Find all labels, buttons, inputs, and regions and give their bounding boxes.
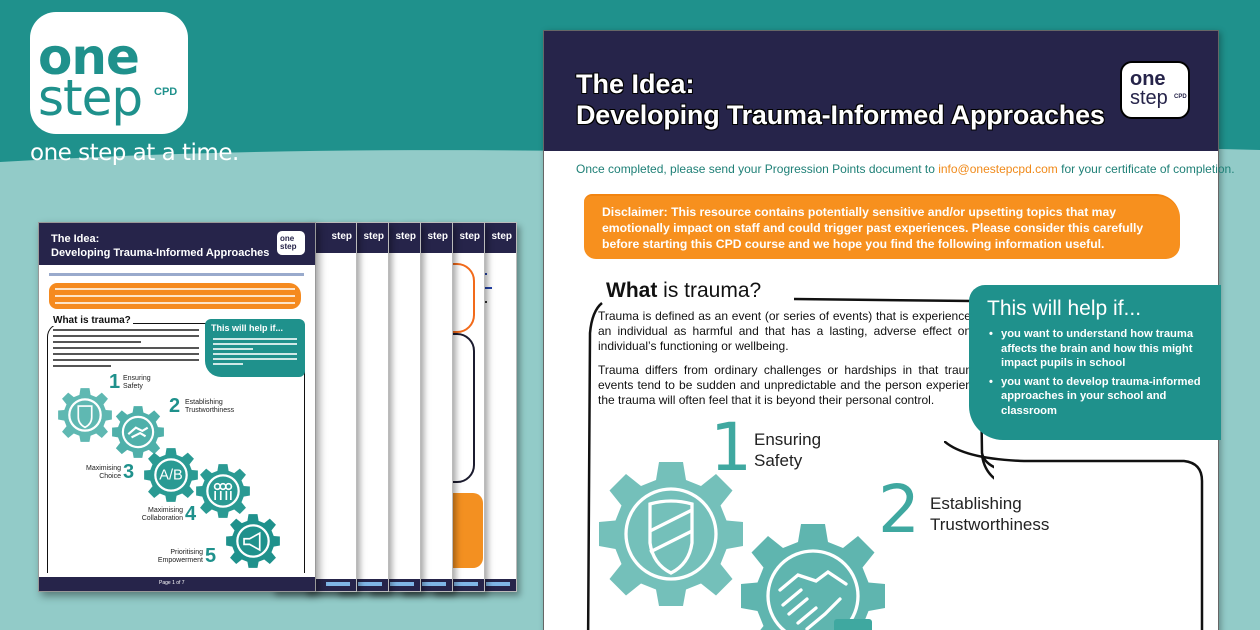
help-if-title: This will help if... [987, 297, 1142, 320]
preview-gear-megaphone-icon [226, 514, 280, 568]
page-logo: step [427, 231, 448, 242]
preview-gear-handshake-icon [112, 406, 164, 458]
preview-what-heading: What is trauma? [51, 315, 133, 326]
help-if-box: This will help if... you want to underst… [969, 285, 1221, 440]
preview-step-2-number: 2 [169, 395, 181, 417]
document-title-line2: Developing Trauma-Informed Approaches [576, 100, 1105, 130]
preview-gear-choice-icon: A/B [144, 448, 198, 502]
help-item: you want to understand how trauma affect… [989, 327, 1209, 371]
handshake-icon [741, 524, 885, 630]
page-logo: step [331, 231, 352, 242]
help-if-list: you want to understand how trauma affect… [989, 327, 1209, 422]
document-header: The Idea: Developing Trauma-Informed App… [544, 31, 1218, 151]
help-item: you want to develop trauma-informed appr… [989, 375, 1209, 419]
page-logo: step [395, 231, 416, 242]
document-logo: one step CPD [1120, 61, 1190, 119]
what-is-trauma-heading: What is trauma? [602, 279, 766, 303]
preview-disclaimer [49, 283, 301, 309]
logo-one: one [38, 28, 140, 86]
preview-step-1-number: 1 [109, 371, 121, 393]
page-logo: step [459, 231, 480, 242]
svg-text:A/B: A/B [159, 467, 182, 483]
preview-footer: Page 1 of 7 [39, 577, 315, 591]
preview-help-box: This will help if... [205, 319, 305, 377]
brand-tagline: one step at a time. [30, 140, 239, 166]
shield-icon [599, 462, 743, 606]
preview-logo: one step [277, 231, 305, 255]
step-3-number-partial [834, 619, 872, 630]
preview-what-frame [47, 323, 305, 573]
preview-title-line2: Developing Trauma-Informed Approaches [51, 247, 270, 259]
preview-gear-collaboration-icon [196, 464, 250, 518]
preview-step-3-number: 3 [123, 461, 135, 483]
preview-gear-shield-icon [58, 388, 112, 442]
page-logo: step [491, 231, 512, 242]
logo-step: step [38, 69, 143, 127]
step-2-number: 2 [878, 471, 920, 548]
document-title-line1: The Idea: [576, 69, 695, 99]
preview-what-text [53, 329, 199, 371]
main-document-page: The Idea: Developing Trauma-Informed App… [543, 30, 1235, 630]
preview-step-4-number: 4 [185, 503, 197, 525]
document-preview-thumbnail: The Idea: Developing Trauma-Informed App… [38, 222, 316, 592]
completion-instruction: Once completed, please send your Progres… [576, 162, 1235, 176]
preview-page-number: Page 1 of 7 [159, 580, 185, 586]
preview-title-line1: The Idea: [51, 233, 100, 245]
what-frame-right-curve [944, 441, 1204, 630]
preview-header: The Idea: Developing Trauma-Informed App… [39, 223, 315, 265]
preview-step-5-number: 5 [205, 545, 217, 567]
onestep-logo: one step CPD [30, 12, 188, 134]
email-link[interactable]: info@onestepcpd.com [938, 162, 1058, 176]
logo-cpd: CPD [154, 86, 178, 98]
what-is-trauma-text: Trauma is defined as an event (or series… [598, 309, 994, 407]
step-1-number: 1 [710, 409, 752, 486]
disclaimer-box: Disclaimer: This resource contains poten… [584, 194, 1180, 259]
preview-instruction-line [49, 273, 304, 276]
page-logo: step [363, 231, 384, 242]
